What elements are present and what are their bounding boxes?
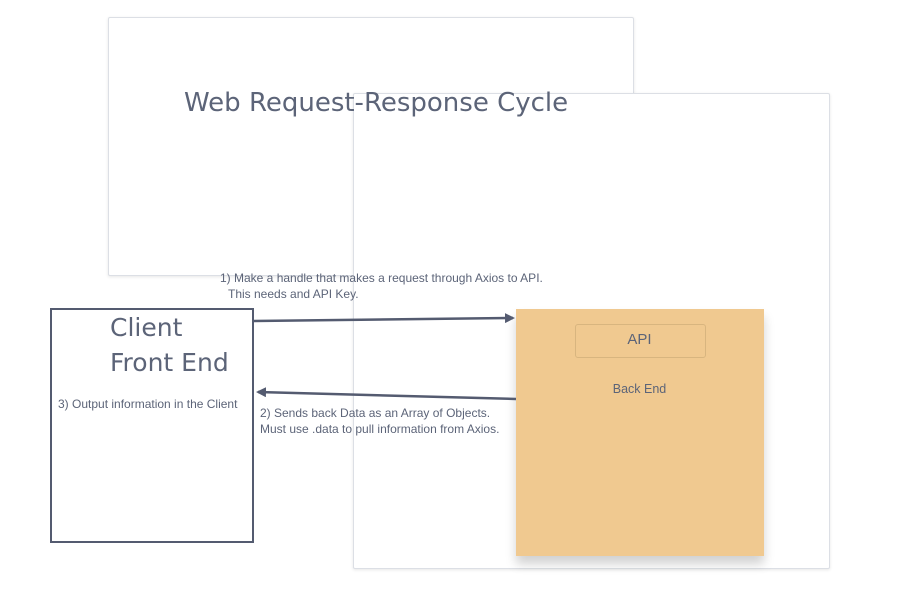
client-box (50, 308, 254, 543)
front-end-label: Front End (110, 348, 229, 377)
api-label-frame (575, 324, 706, 358)
step2-note-line1: 2) Sends back Data as an Array of Object… (260, 406, 491, 420)
request-arrow (253, 313, 515, 324)
response-arrow (256, 387, 517, 401)
step2-note-line2: Must use .data to pull information from … (260, 422, 500, 436)
back-end-label: Back End (612, 382, 667, 396)
step1-note-line2: This needs and API Key. (228, 287, 359, 301)
step3-note: 3) Output information in the Client (58, 397, 238, 411)
api-box (516, 309, 764, 556)
diagram-title: Web Request-Response Cycle (184, 88, 569, 118)
client-label: Client (110, 313, 183, 342)
api-label: API (627, 331, 652, 348)
step1-note-line1: 1) Make a handle that makes a request th… (220, 271, 543, 285)
